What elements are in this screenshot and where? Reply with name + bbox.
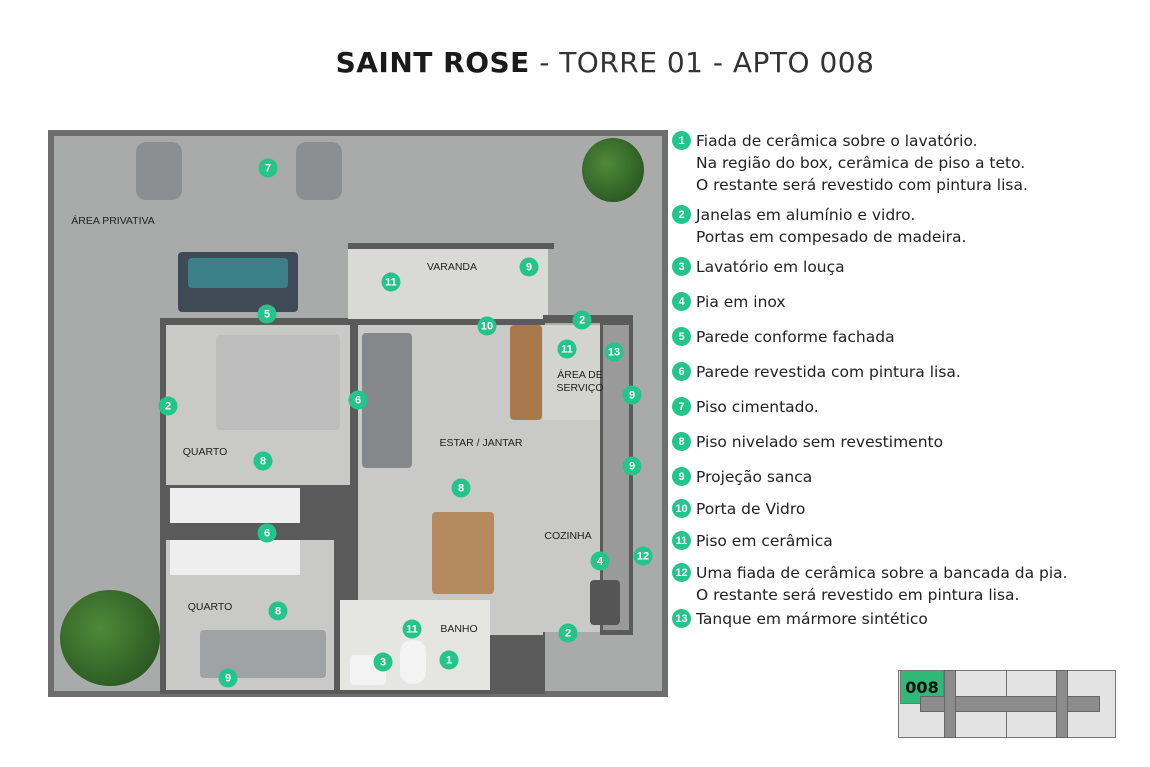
- legend-item: 1 Fiada de cerâmica sobre o lavatório. Na…: [672, 130, 1142, 196]
- legend-number: 13: [672, 609, 691, 628]
- armchair: [136, 142, 182, 200]
- marker: 2: [572, 310, 592, 330]
- marker: 9: [218, 668, 238, 688]
- legend-item: 11 Piso em cerâmica: [672, 530, 1142, 552]
- marker: 8: [253, 451, 273, 471]
- marker: 11: [557, 339, 577, 359]
- legend-text: Janelas em alumínio e vidro. Portas em c…: [696, 206, 967, 246]
- marker: 2: [558, 623, 578, 643]
- title-unit: - TORRE 01 - APTO 008: [529, 46, 875, 79]
- key-plan-unit-label: 008: [905, 677, 939, 697]
- legend-text: Piso nivelado sem revestimento: [696, 433, 944, 451]
- legend-item: 7 Piso cimentado.: [672, 396, 1142, 418]
- legend-text: Uma fiada de cerâmica sobre a bancada da…: [696, 564, 1068, 604]
- page-title: SAINT ROSE - TORRE 01 - APTO 008: [0, 46, 1150, 79]
- tree: [60, 590, 160, 686]
- dining-table: [432, 512, 494, 594]
- room-label-area-servico: ÁREA DE: [557, 369, 603, 381]
- legend-text: Pia em inox: [696, 293, 786, 311]
- room-label-quarto: QUARTO: [182, 446, 228, 458]
- legend-text: Piso em cerâmica: [696, 532, 833, 550]
- marker: 9: [622, 456, 642, 476]
- title-building: SAINT ROSE: [335, 46, 530, 79]
- marker: 11: [381, 272, 401, 292]
- legend: 1 Fiada de cerâmica sobre o lavatório. Na…: [672, 130, 1142, 638]
- legend-text: Parede revestida com pintura lisa.: [696, 363, 961, 381]
- legend-item: 13 Tanque em mármore sintético: [672, 608, 1142, 630]
- legend-item: 5 Parede conforme fachada: [672, 326, 1142, 348]
- legend-text: Porta de Vidro: [696, 500, 806, 518]
- toilet: [400, 640, 426, 684]
- legend-item: 12 Uma fiada de cerâmica sobre a bancada …: [672, 562, 1142, 606]
- legend-item: 8 Piso nivelado sem revestimento: [672, 431, 1142, 453]
- wall: [348, 243, 554, 249]
- marker: 7: [258, 158, 278, 178]
- double-bed: [216, 335, 340, 430]
- room-varanda: [348, 243, 548, 319]
- legend-item: 6 Parede revestida com pintura lisa.: [672, 361, 1142, 383]
- fridge: [590, 580, 620, 625]
- legend-number: 6: [672, 362, 691, 381]
- closet: [170, 488, 300, 523]
- legend-number: 1: [672, 131, 691, 150]
- legend-number: 4: [672, 292, 691, 311]
- legend-number: 12: [672, 563, 691, 582]
- legend-number: 3: [672, 257, 691, 276]
- marker: 6: [348, 390, 368, 410]
- marker: 6: [257, 523, 277, 543]
- single-bed: [200, 630, 326, 678]
- marker: 8: [268, 601, 288, 621]
- cushions: [188, 258, 288, 288]
- key-plan: 008: [898, 668, 1116, 740]
- marker: 11: [402, 619, 422, 639]
- marker: 3: [373, 652, 393, 672]
- marker: 9: [519, 257, 539, 277]
- key-plan-divider: [1006, 670, 1007, 696]
- room-label-area-privativa: ÁREA PRIVATIVA: [71, 215, 155, 227]
- room-label-quarto: QUARTO: [187, 601, 233, 613]
- tree: [582, 138, 644, 202]
- key-plan-divider: [1006, 712, 1007, 738]
- room-label-cozinha: COZINHA: [544, 530, 592, 542]
- room-label-banho: BANHO: [440, 623, 478, 635]
- key-plan-core: [944, 670, 956, 738]
- legend-number: 2: [672, 205, 691, 224]
- legend-number: 9: [672, 467, 691, 486]
- legend-text: Projeção sanca: [696, 468, 813, 486]
- marker: 10: [477, 316, 497, 336]
- legend-number: 10: [672, 499, 691, 518]
- cabinet: [510, 325, 542, 420]
- key-plan-core: [1056, 670, 1068, 738]
- room-label-varanda: VARANDA: [427, 261, 477, 273]
- legend-number: 8: [672, 432, 691, 451]
- marker: 9: [622, 385, 642, 405]
- closet: [170, 540, 300, 575]
- legend-item: 2 Janelas em alumínio e vidro. Portas em …: [672, 204, 1142, 248]
- marker: 1: [439, 650, 459, 670]
- legend-number: 11: [672, 531, 691, 550]
- key-plan-corridor: [920, 696, 1100, 712]
- kitchen-counter: [603, 325, 629, 630]
- living-sofa: [362, 333, 412, 468]
- legend-text: Tanque em mármore sintético: [696, 610, 928, 628]
- legend-text: Fiada de cerâmica sobre o lavatório. Na …: [696, 132, 1028, 194]
- legend-item: 10 Porta de Vidro: [672, 498, 1142, 520]
- legend-text: Lavatório em louça: [696, 258, 845, 276]
- legend-item: 3 Lavatório em louça: [672, 256, 1142, 278]
- marker: 4: [590, 551, 610, 571]
- room-label-area-servico: SERVIÇO: [556, 382, 604, 394]
- legend-item: 4 Pia em inox: [672, 291, 1142, 313]
- marker: 12: [633, 546, 653, 566]
- legend-text: Piso cimentado.: [696, 398, 819, 416]
- marker: 8: [451, 478, 471, 498]
- legend-number: 5: [672, 327, 691, 346]
- legend-item: 9 Projeção sanca: [672, 466, 1142, 488]
- marker: 5: [257, 304, 277, 324]
- room-label-estar-jantar: ESTAR / JANTAR: [439, 437, 523, 449]
- legend-text: Parede conforme fachada: [696, 328, 895, 346]
- marker: 2: [158, 396, 178, 416]
- legend-number: 7: [672, 397, 691, 416]
- armchair: [296, 142, 342, 200]
- marker: 13: [604, 342, 624, 362]
